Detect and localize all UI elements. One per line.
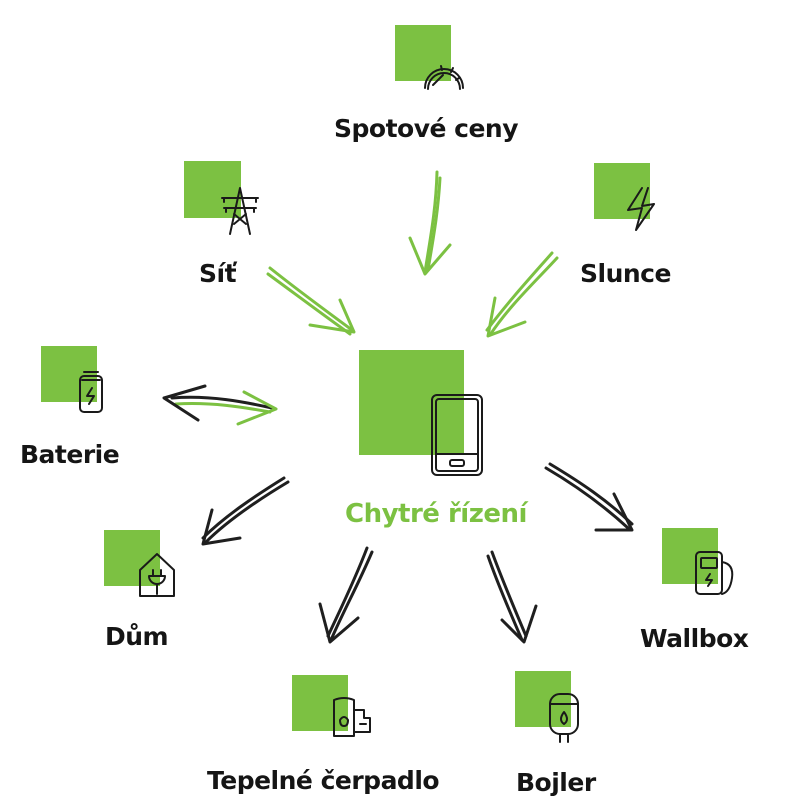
dum-label: Dům [105, 622, 169, 651]
arrow-wallbox [544, 462, 634, 532]
spotove-ceny-label: Spotové ceny [334, 114, 519, 143]
boiler-icon [549, 693, 579, 743]
arrow-dum [201, 476, 290, 546]
slunce-label: Slunce [580, 259, 671, 288]
arrow-tepelne-cerpadlo [318, 546, 374, 644]
house-plug-icon [139, 553, 175, 597]
heat-pump-icon [333, 697, 371, 737]
bojler-label: Bojler [516, 768, 596, 797]
lightning-icon [627, 187, 655, 231]
wallbox-label: Wallbox [640, 624, 749, 653]
arrow-bojler [486, 550, 538, 644]
smartphone-icon [431, 394, 483, 476]
sit-label: Síť [199, 259, 237, 288]
arrow-baterie [162, 384, 278, 426]
baterie-square [41, 346, 97, 402]
battery-icon [79, 371, 103, 413]
tepelne-cerpadlo-square [292, 675, 348, 731]
spotove-ceny-square [395, 25, 451, 81]
power-pylon-icon [221, 187, 259, 235]
tepelne-cerpadlo-label: Tepelné čerpadlo [207, 766, 440, 795]
center-label: Chytré řízení [345, 499, 527, 529]
arrow-spotove-ceny [408, 170, 452, 276]
charger-icon [695, 551, 734, 595]
baterie-label: Baterie [20, 440, 120, 469]
gauge-icon [424, 65, 464, 90]
arrow-sit [266, 266, 356, 336]
center-square [359, 350, 464, 455]
arrow-slunce [485, 251, 559, 338]
